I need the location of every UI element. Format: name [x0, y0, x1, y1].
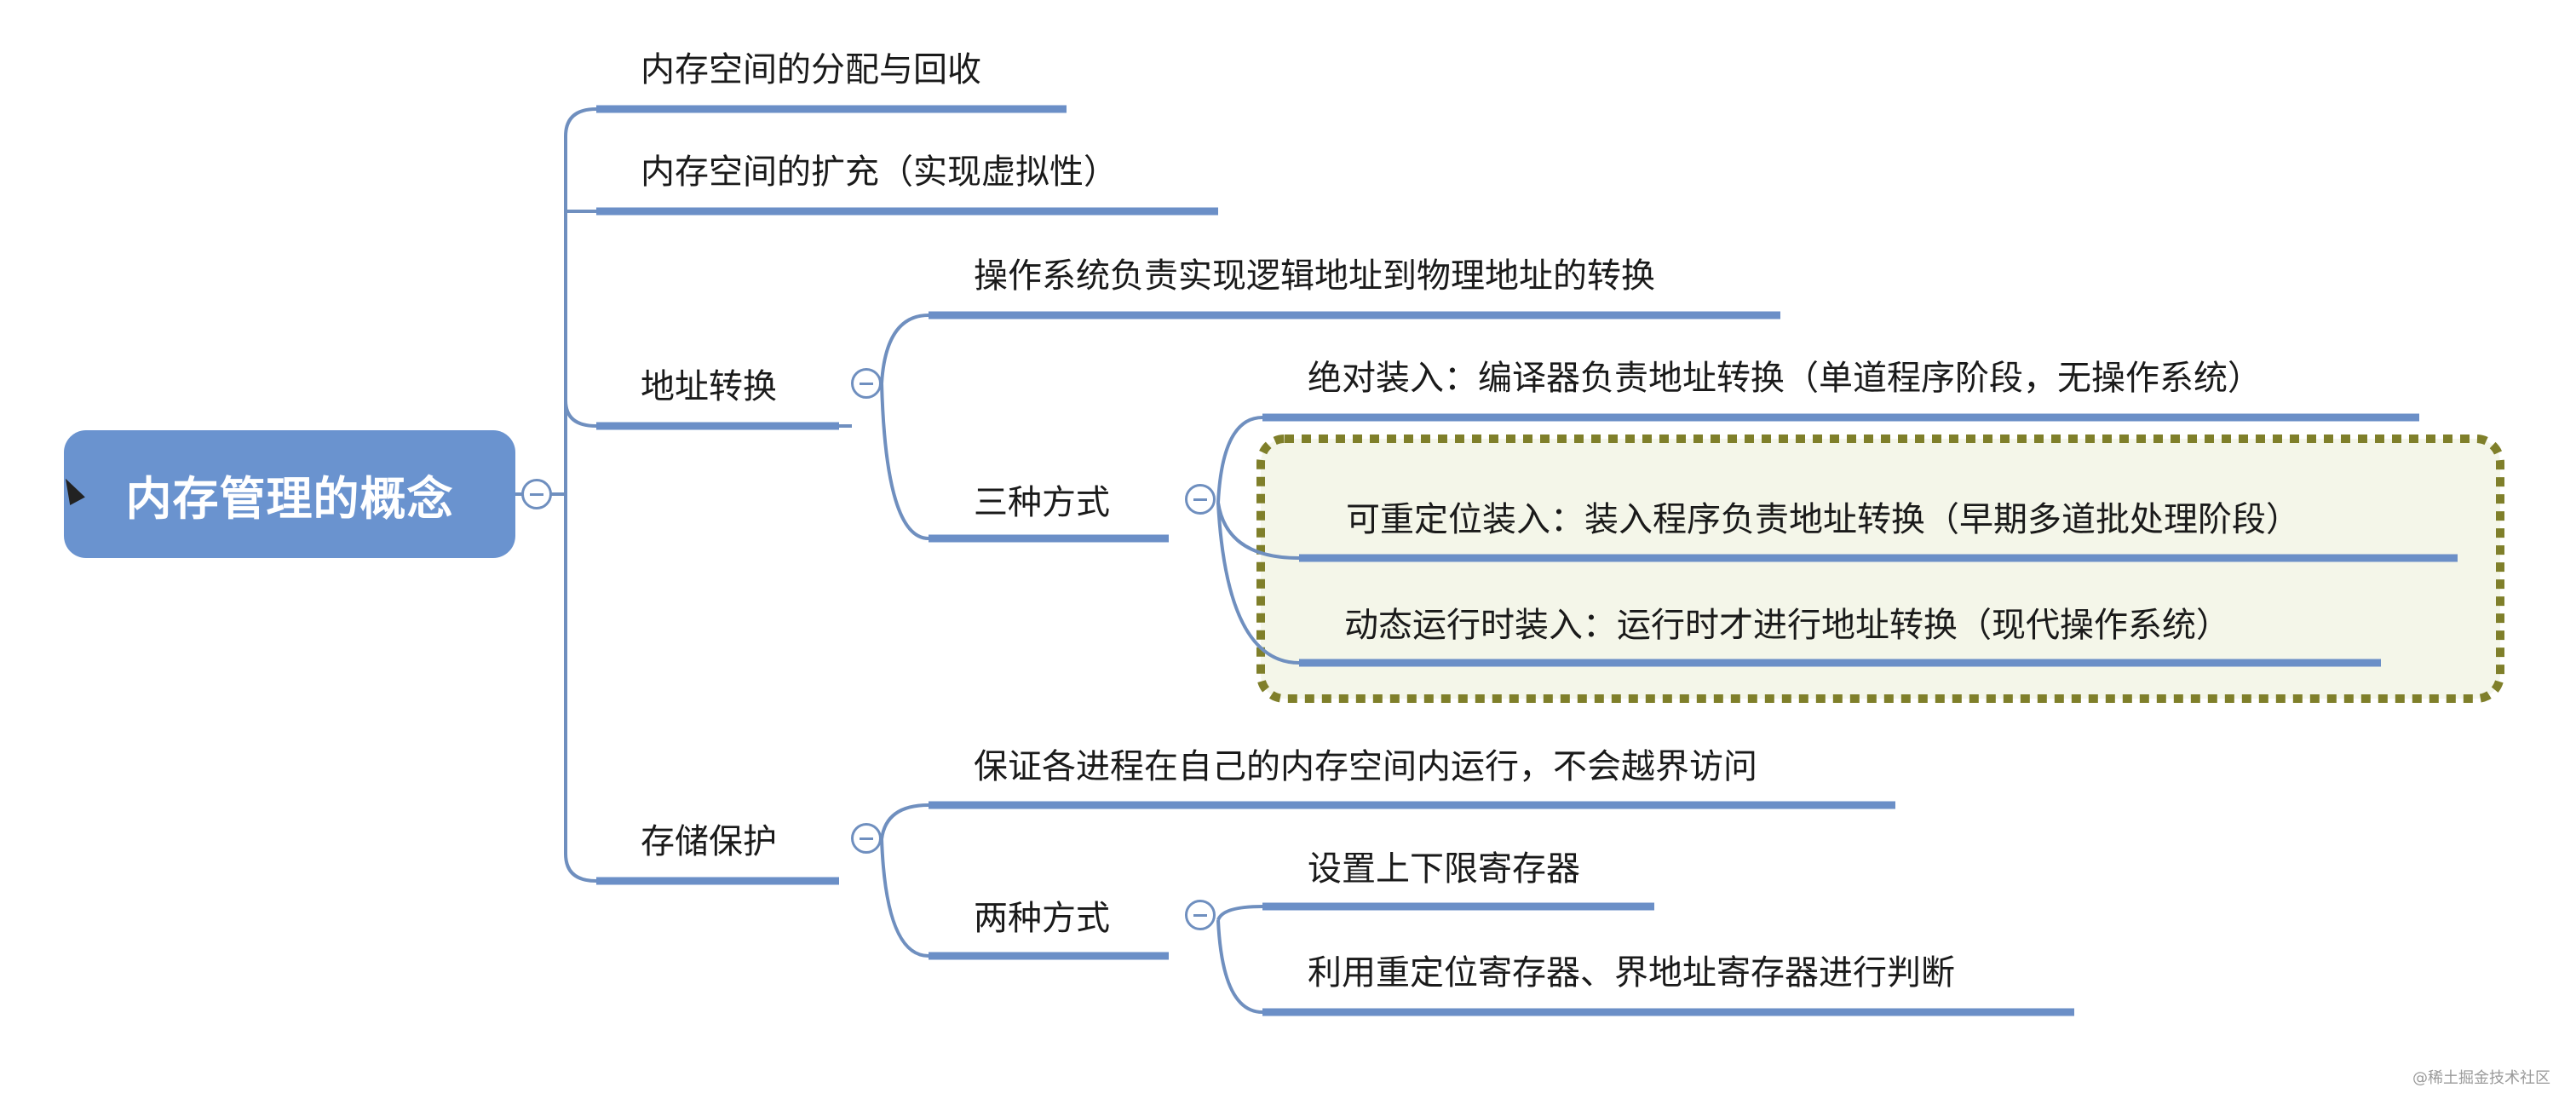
node-addr-three[interactable]: 三种方式: [974, 483, 1110, 522]
node-protect-two[interactable]: 两种方式: [974, 899, 1110, 938]
collapse-root-icon[interactable]: [521, 479, 552, 509]
node-protect-limits[interactable]: 设置上下限寄存器: [1308, 849, 1580, 889]
node-addr-reloc[interactable]: 可重定位装入：装入程序负责地址转换（早期多道批处理阶段）: [1346, 500, 2300, 539]
collapse-addr-three-icon[interactable]: [1185, 484, 1216, 515]
node-protect-guarantee[interactable]: 保证各进程在自己的内存空间内运行，不会越界访问: [974, 747, 1757, 786]
node-protect-reloc[interactable]: 利用重定位寄存器、界地址寄存器进行判断: [1308, 953, 1955, 993]
node-addr-abs[interactable]: 绝对装入：编译器负责地址转换（单道程序阶段，无操作系统）: [1308, 359, 2262, 398]
collapse-addr-icon[interactable]: [851, 368, 882, 399]
node-alloc[interactable]: 内存空间的分配与回收: [641, 50, 981, 89]
root-label: 内存管理的概念: [125, 471, 454, 526]
highlight-box: [1256, 435, 2504, 703]
collapse-protect-icon[interactable]: [851, 823, 882, 854]
node-addr-dyn[interactable]: 动态运行时装入：运行时才进行地址转换（现代操作系统）: [1344, 606, 2230, 645]
watermark: @稀土掘金技术社区: [2412, 1069, 2550, 1087]
node-addr-os[interactable]: 操作系统负责实现逻辑地址到物理地址的转换: [974, 256, 1655, 296]
node-addr[interactable]: 地址转换: [641, 367, 777, 406]
collapse-protect-two-icon[interactable]: [1185, 900, 1216, 930]
node-protect[interactable]: 存储保护: [641, 822, 777, 861]
root-node[interactable]: 内存管理的概念: [64, 430, 515, 558]
node-expand[interactable]: 内存空间的扩充（实现虚拟性）: [641, 153, 1118, 192]
